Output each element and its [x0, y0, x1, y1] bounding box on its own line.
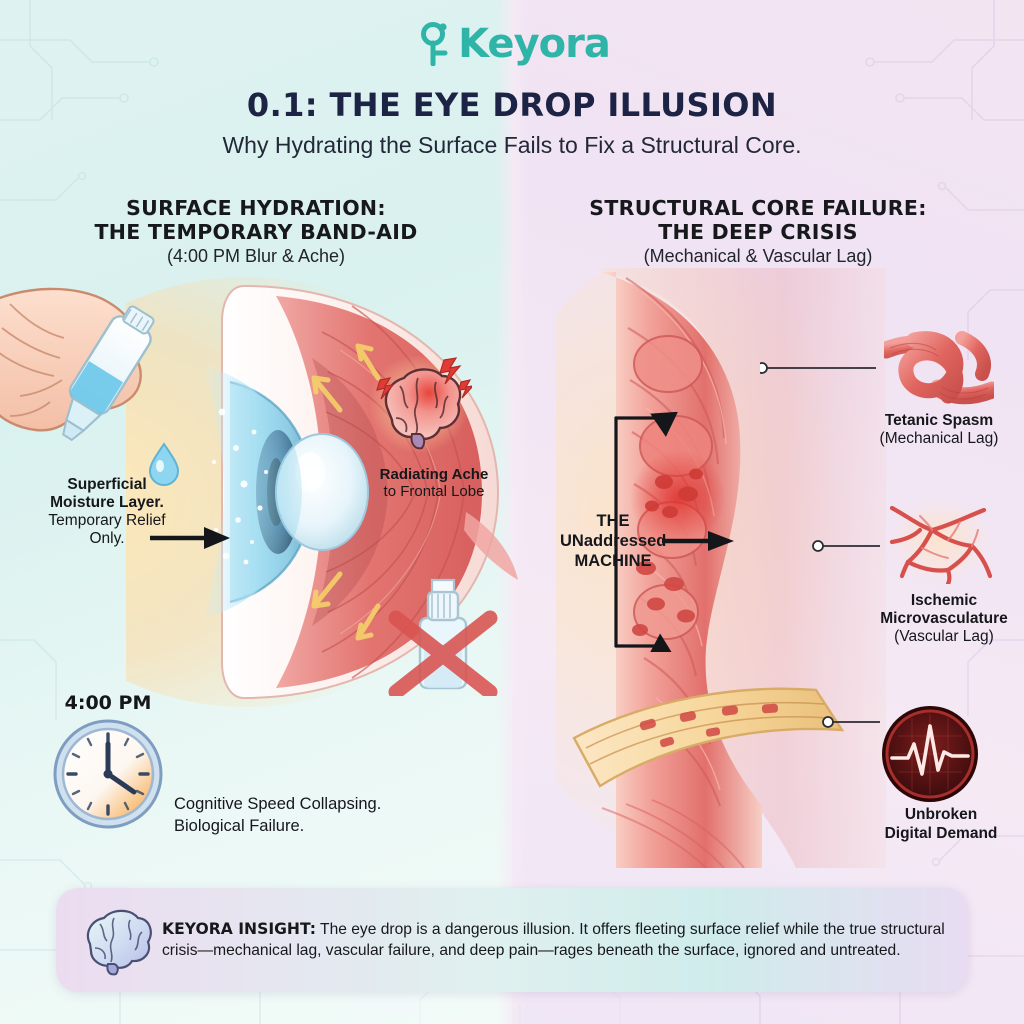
brain-pain-icon: [369, 356, 472, 452]
machine-line3: MACHINE: [574, 551, 652, 570]
keyora-insight-bar: KEYORA INSIGHT: The eye drop is a danger…: [56, 888, 968, 992]
ischemic-bold-line2: Microvasculature: [880, 609, 1008, 627]
left-heading-line2: THE TEMPORARY BAND-AID: [94, 220, 418, 245]
analog-clock-icon: [53, 719, 163, 829]
page-title: 0.1: THE EYE DROP ILLUSION: [246, 86, 778, 124]
clock-time-label: 4:00 PM: [64, 692, 152, 714]
ecg-heartbeat-monitor-icon: [882, 706, 978, 802]
right-heading-line1: STRUCTURAL CORE FAILURE:: [589, 196, 927, 220]
machine-line2: UNaddressed: [560, 531, 667, 550]
right-subheading: (Mechanical & Vascular Lag): [643, 246, 873, 267]
cognitive-line1: Cognitive Speed Collapsing.: [174, 795, 382, 813]
hand-holding-eye-drop-bottle-icon: [0, 287, 180, 486]
callout-leader-lines: [760, 362, 880, 728]
tetanic-bold-text: Tetanic Spasm: [884, 412, 994, 429]
superficial-layer-arrow-icon: [150, 527, 230, 549]
superficial-bold-text: Superficial Moisture Layer.: [50, 476, 164, 511]
ischemic-bold-line1: Ischemic: [910, 592, 978, 609]
insight-text: KEYORA INSIGHT: The eye drop is a danger…: [162, 919, 950, 962]
superficial-normal-text: Temporary Relief Only.: [48, 511, 166, 547]
annotation-superficial-moisture: Superficial Moisture Layer. Temporary Re…: [46, 476, 168, 548]
page-subtitle: Why Hydrating the Surface Fails to Fix a…: [222, 132, 802, 158]
unbroken-line2: Digital Demand: [884, 824, 998, 842]
annotation-unaddressed-machine: THE UNaddressed MACHINE: [560, 512, 666, 571]
capillary-network-icon: [889, 498, 993, 584]
flow-bracket-arrows: [614, 412, 678, 652]
knotted-muscle-fiber-icon: [884, 331, 994, 405]
unbroken-line1: Unbroken: [904, 806, 978, 823]
tetanic-normal-text: (Mechanical Lag): [879, 429, 999, 447]
machine-line1: THE: [596, 512, 630, 530]
brand-name: Keyora: [458, 21, 611, 67]
brand-logo: Keyora: [0, 22, 1024, 66]
ischemic-normal-text: (Vascular Lag): [894, 627, 994, 645]
annotation-cognitive-collapse: Cognitive Speed Collapsing. Biological F…: [174, 794, 444, 838]
left-heading-line1: SURFACE HYDRATION:: [126, 196, 386, 220]
brain-icon: [86, 909, 152, 976]
right-column-heading: STRUCTURAL CORE FAILURE: THE DEEP CRISIS…: [548, 196, 968, 267]
insight-body: The eye drop is a dangerous illusion. It…: [162, 920, 945, 959]
machine-pointer-arrow-icon: [662, 531, 734, 551]
eye-drop-bottle-crossed-out-icon: [388, 578, 498, 696]
annotation-tetanic-spasm: Tetanic Spasm (Mechanical Lag): [860, 412, 1018, 448]
left-column-heading: SURFACE HYDRATION: THE TEMPORARY BAND-AI…: [46, 196, 466, 267]
left-subheading: (4:00 PM Blur & Ache): [166, 246, 346, 267]
key-icon: [421, 22, 448, 66]
radiating-normal-text: to Frontal Lobe: [383, 483, 485, 501]
annotation-radiating-ache: Radiating Ache to Frontal Lobe: [358, 466, 510, 501]
insight-lead: KEYORA INSIGHT:: [162, 919, 316, 938]
right-heading-line2: THE DEEP CRISIS: [658, 220, 858, 245]
annotation-ischemic-microvasculature: Ischemic Microvasculature (Vascular Lag): [866, 592, 1022, 646]
muscle-tissue-cross-section-icon: [556, 268, 886, 868]
cognitive-line2: Biological Failure.: [174, 816, 305, 835]
annotation-unbroken-digital-demand: Unbroken Digital Demand: [862, 806, 1020, 843]
panel-divider-glow: [496, 0, 530, 1024]
radiating-bold-text: Radiating Ache: [379, 466, 489, 483]
